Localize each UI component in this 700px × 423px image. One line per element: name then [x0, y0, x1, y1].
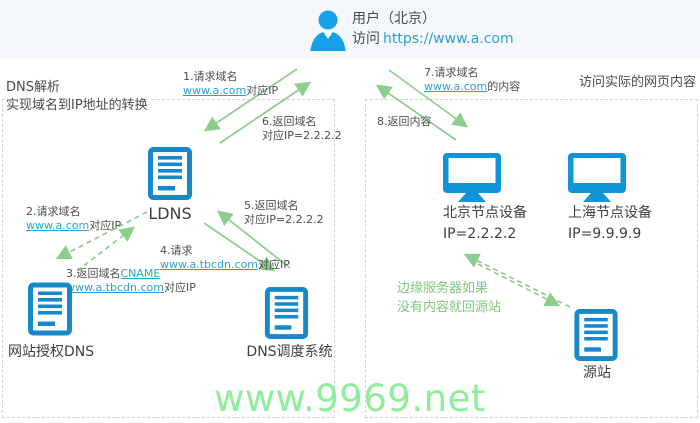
step2-label: 2.请求域名 www.a.com对应IP — [26, 205, 122, 232]
step4-domain-link[interactable]: www.a.tbcdn.com — [160, 257, 259, 271]
visit-url-link[interactable]: https://www.a.com — [383, 31, 514, 47]
origin-fallback-note: 边缘服务器如果 没有内容就回源站 — [397, 281, 502, 315]
dns-scheduler-label: DNS调度系统 — [246, 344, 333, 360]
step3-domain-link[interactable]: www.a.tbcdn.com — [66, 280, 165, 294]
user-icon — [310, 10, 346, 51]
origin-label: 源站 — [583, 365, 611, 381]
visit-prefix: 访问 — [352, 31, 380, 47]
auth-dns-server-icon — [28, 282, 72, 336]
step1-domain-link[interactable]: www.a.com — [183, 83, 247, 97]
step3-label: 3.返回域名CNAME www.a.tbcdn.com对应IP — [66, 267, 196, 294]
step5-label: 5.返回域名 对应IP=2.2.2.2 — [244, 199, 324, 226]
step1-label: 1.请求域名 www.a.com对应IP — [183, 70, 279, 97]
web-section-box — [365, 99, 698, 418]
beijing-node-label: 北京节点设备 IP=2.2.2.2 — [443, 203, 527, 245]
shanghai-node-monitor-icon — [568, 153, 626, 202]
ldns-server-icon — [148, 147, 192, 200]
auth-dns-label: 网站授权DNS — [8, 344, 95, 360]
beijing-node-monitor-icon — [443, 153, 501, 202]
origin-server-icon — [574, 309, 618, 361]
step4-label: 4.请求 www.a.tbcdn.com对应IP — [160, 244, 290, 271]
web-section-title: 访问实际的网页内容 — [540, 74, 696, 94]
shanghai-node-label: 上海节点设备 IP=9.9.9.9 — [568, 203, 652, 245]
step7-domain-link[interactable]: www.a.com — [424, 79, 488, 93]
watermark: www.9969.net — [214, 377, 486, 420]
dns-scheduler-server-icon — [264, 287, 309, 339]
step6-label: 6.返回域名 对应IP=2.2.2.2 — [262, 115, 342, 142]
shanghai-node-ip: IP=9.9.9.9 — [568, 226, 642, 242]
user-title: 用户（北京） — [352, 11, 436, 27]
step2-domain-link[interactable]: www.a.com — [26, 218, 90, 232]
step8-label: 8.返回内容 — [377, 115, 432, 128]
dns-section-title: DNS解析 实现域名到IP地址的转换 — [6, 79, 152, 117]
step3-cname-link[interactable]: CNAME — [120, 267, 161, 280]
ldns-label: LDNS — [148, 204, 192, 223]
beijing-node-ip: IP=2.2.2.2 — [443, 226, 517, 242]
dns-section-box — [2, 99, 335, 418]
step7-label: 7.请求域名 www.a.com的内容 — [424, 66, 521, 93]
